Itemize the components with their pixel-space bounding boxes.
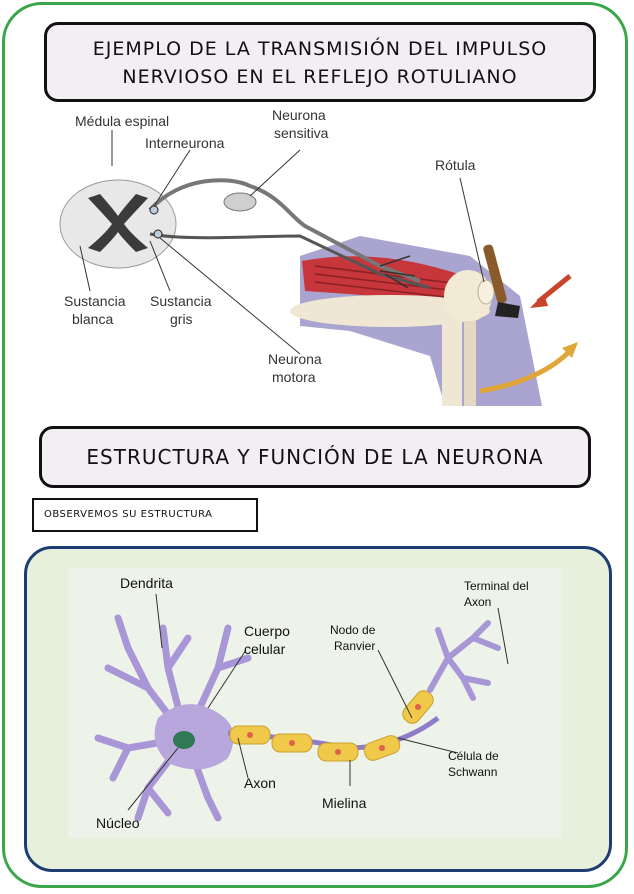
label-cuerpo-2: celular (244, 641, 286, 657)
label-interneurona: Interneurona (145, 135, 225, 151)
label-terminal-1: Terminal del (464, 579, 529, 593)
gray-matter (88, 194, 148, 252)
femur (290, 295, 490, 327)
motor-dot (153, 229, 163, 239)
label-motora-2: motora (272, 369, 316, 385)
knee-bone (444, 270, 492, 322)
label-cuerpo-1: Cuerpo (244, 623, 290, 639)
label-gris-2: gris (170, 311, 193, 327)
label-blanca-2: blanca (72, 311, 113, 327)
label-celula-2: Schwann (448, 765, 497, 779)
title-neuron: ESTRUCTURA Y FUNCIÓN DE LA NEURONA (39, 426, 591, 488)
sensory-nerve (148, 178, 421, 283)
muscle (302, 256, 475, 304)
interneuron-dot (149, 205, 159, 215)
label-nodo-1: Nodo de (330, 623, 376, 637)
label-sensitiva-1: Neurona (272, 107, 326, 123)
hammer-handle (483, 244, 507, 304)
kick-arrowhead (562, 342, 578, 358)
tap-arrowhead (530, 294, 548, 308)
label-medula: Médula espinal (75, 113, 169, 129)
label-sensitiva-2: sensitiva (274, 125, 329, 141)
neuron-leader-lines (127, 593, 509, 811)
label-blanca-1: Sustancia (64, 293, 126, 309)
hammer-head (495, 302, 520, 318)
label-dendrita: Dendrita (120, 575, 173, 591)
kick-arrow (479, 349, 572, 394)
label-nucleo: Núcleo (96, 815, 140, 831)
patella (477, 279, 495, 305)
dorsal-ganglion (223, 192, 257, 212)
reflex-leader-lines (79, 130, 485, 355)
label-rotula: Rótula (435, 157, 476, 173)
fibula (464, 321, 476, 406)
label-celula-1: Célula de (448, 749, 499, 763)
title-reflex-line1: EJEMPLO DE LA TRANSMISIÓN DEL IMPULSO (92, 38, 548, 60)
observe-label: OBSERVEMOS SU ESTRUCTURA (32, 498, 258, 532)
title-reflex: EJEMPLO DE LA TRANSMISIÓN DEL IMPULSO NE… (44, 22, 596, 102)
tibia (442, 321, 462, 406)
label-gris-1: Sustancia (150, 293, 212, 309)
schwann-nuclei (247, 704, 421, 755)
reflex-diagram: Médula espinal Interneurona Neurona sens… (59, 107, 578, 406)
label-mielina: Mielina (322, 795, 367, 811)
label-terminal-2: Axon (464, 595, 491, 609)
neuron-diagram: Dendrita Cuerpo celular Nodo de Ranvier … (68, 568, 562, 838)
motor-nerve (149, 232, 431, 290)
title-reflex-line2: NERVIOSO EN EL REFLEJO ROTULIANO (122, 66, 518, 88)
nerve-branches (379, 255, 416, 289)
axon-terminal (427, 620, 501, 701)
page-frame (2, 2, 628, 888)
label-motora-1: Neurona (268, 351, 322, 367)
label-nodo-2: Ranvier (334, 639, 375, 653)
nucleus (173, 731, 195, 749)
label-axon: Axon (244, 775, 276, 791)
